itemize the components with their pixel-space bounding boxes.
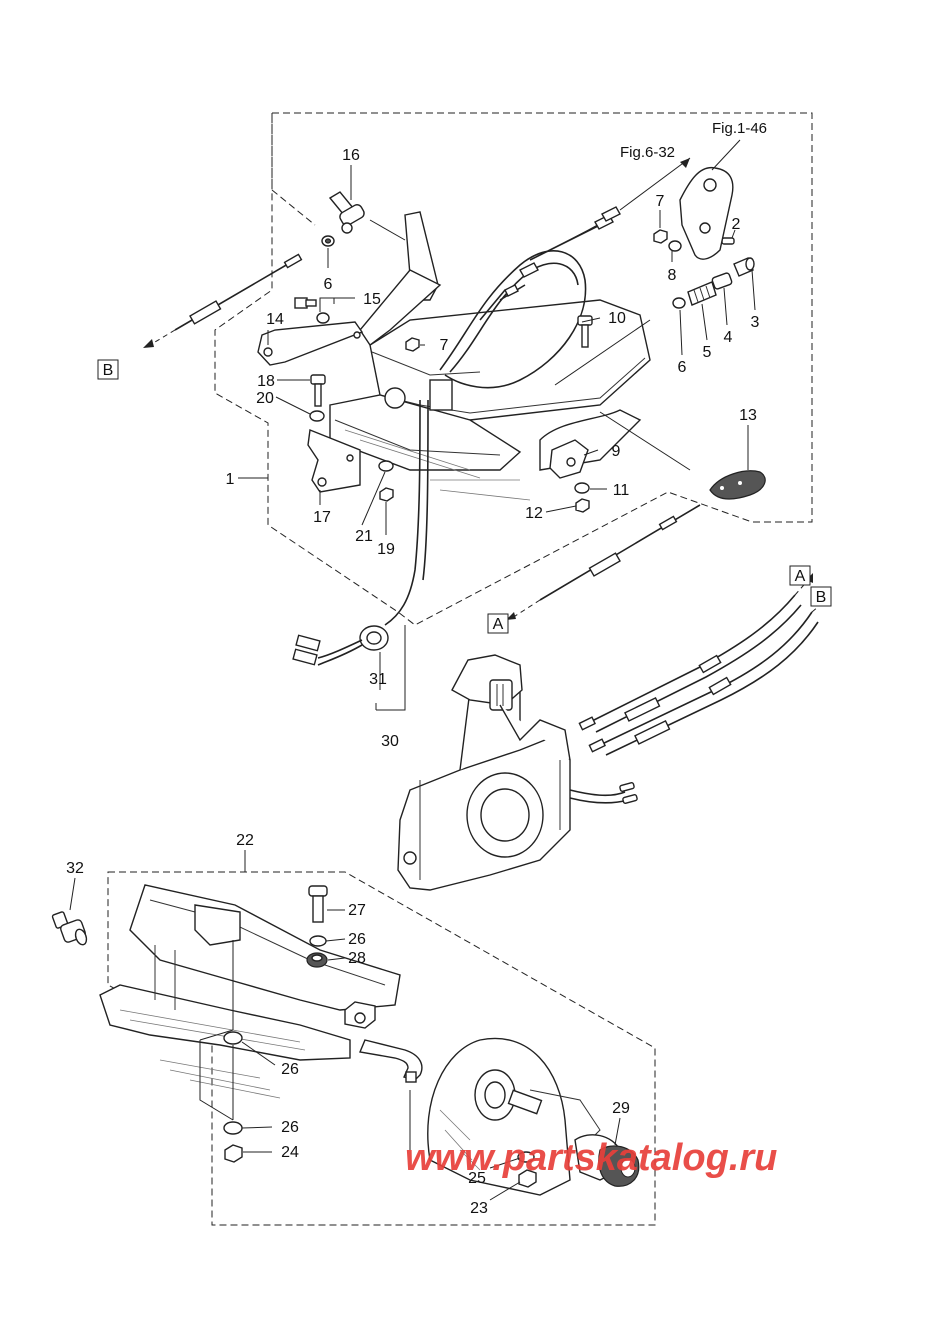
callout-labels: 1 2 3 4 5 6 6 7 7 8 9 10 11 12 13 14 15 … (66, 147, 759, 1217)
callout-3[interactable]: 3 (751, 314, 760, 331)
washer-part-8 (668, 240, 682, 252)
nut-part-23 (518, 1169, 537, 1188)
callout-6-right[interactable]: 6 (678, 359, 687, 376)
lower-bracket-assembly (99, 884, 401, 1099)
callout-16[interactable]: 16 (342, 147, 360, 164)
collar-part-3 (733, 257, 755, 277)
callout-8[interactable]: 8 (668, 267, 677, 284)
connector-label: B (816, 589, 827, 606)
shift-cable-B (143, 253, 303, 348)
pin-part-2 (721, 237, 735, 245)
callout-27[interactable]: 27 (348, 902, 366, 919)
connector-box-A-left: A (487, 613, 509, 634)
washer-part-26-upper (309, 935, 327, 947)
callout-26-lower[interactable]: 26 (281, 1119, 299, 1136)
elbow-tube (359, 1039, 423, 1083)
callout-4[interactable]: 4 (724, 329, 733, 346)
remote-control-box (397, 654, 638, 891)
bolt-part-27 (308, 885, 328, 923)
callout-7-center[interactable]: 7 (440, 337, 449, 354)
remote-cables (578, 573, 827, 756)
nut-part-19 (379, 487, 394, 502)
cable-joint-part-16 (328, 191, 365, 234)
figure-ref-fig-6-32[interactable]: Fig.6-32 (620, 144, 675, 161)
washer-part-26-lower (223, 1121, 243, 1135)
bolt-part-10 (577, 315, 593, 348)
callout-18[interactable]: 18 (257, 373, 275, 390)
callout-9[interactable]: 9 (612, 443, 621, 460)
spring-part-5 (687, 281, 717, 306)
callout-10[interactable]: 10 (608, 310, 626, 327)
collar-part-28 (306, 952, 328, 968)
bolt-part-18 (310, 374, 326, 407)
connector-box-B-top: B (810, 586, 832, 607)
callout-2[interactable]: 2 (732, 216, 741, 233)
callout-20[interactable]: 20 (256, 390, 274, 407)
bolt-part-15 (294, 297, 330, 324)
nut-part-7-center (405, 337, 420, 352)
callout-13[interactable]: 13 (739, 407, 757, 424)
washer-part-21 (378, 460, 394, 472)
upper-group-boundary (214, 112, 813, 626)
washer-part-20 (309, 410, 325, 422)
washer-part-25 (517, 1151, 535, 1163)
callout-21[interactable]: 21 (355, 528, 373, 545)
plate-fig-1-46 (679, 166, 734, 260)
callout-19[interactable]: 19 (377, 541, 395, 558)
callout-7-right[interactable]: 7 (656, 193, 665, 210)
callout-29[interactable]: 29 (612, 1100, 630, 1117)
washer-part-26-middle (223, 1031, 243, 1045)
connector-label: A (795, 568, 806, 585)
callout-31[interactable]: 31 (369, 671, 387, 688)
callout-28[interactable]: 28 (348, 950, 366, 967)
throttle-cable-A (506, 504, 701, 620)
nut-part-24 (224, 1144, 243, 1163)
figure-ref-fig-1-46[interactable]: Fig.1-46 (712, 120, 767, 137)
callout-11[interactable]: 11 (613, 482, 630, 499)
washer-part-11 (574, 482, 590, 494)
washer-part-6-right (672, 297, 686, 309)
fitting-part-32 (51, 911, 88, 946)
connector-label: B (103, 362, 114, 379)
tiller-arm (359, 211, 442, 347)
callout-22[interactable]: 22 (236, 832, 254, 849)
bracket-part-9 (549, 439, 589, 479)
bracket-part-14 (257, 321, 364, 366)
callout-15[interactable]: 15 (363, 291, 381, 308)
wiring-harness (384, 206, 621, 626)
nut-part-7-right (653, 229, 668, 244)
watermark: www.partskatalog.ru (405, 1137, 777, 1179)
grommet-part-31 (292, 625, 389, 666)
callout-26-middle[interactable]: 26 (281, 1061, 299, 1078)
callout-25[interactable]: 25 (468, 1170, 486, 1187)
callout-14[interactable]: 14 (266, 311, 284, 328)
bracket-part-17 (307, 429, 361, 493)
leader-lines (69, 139, 756, 1201)
nut-part-12 (575, 498, 590, 513)
callout-17[interactable]: 17 (313, 509, 331, 526)
callout-12[interactable]: 12 (525, 505, 543, 522)
callout-1[interactable]: 1 (226, 471, 235, 488)
callout-26-upper[interactable]: 26 (348, 931, 366, 948)
spacer-part-4 (711, 272, 733, 290)
callout-23[interactable]: 23 (470, 1200, 488, 1217)
connector-box-A-top: A (789, 565, 811, 586)
callout-6-left[interactable]: 6 (324, 276, 333, 293)
callout-24[interactable]: 24 (281, 1144, 299, 1161)
callout-32[interactable]: 32 (66, 860, 84, 877)
harness-clamp (429, 379, 453, 411)
knob-part-29 (598, 1145, 640, 1187)
connector-box-B-left: B (97, 359, 119, 380)
grommet-part-13 (709, 470, 766, 500)
callout-30[interactable]: 30 (381, 733, 399, 750)
callout-5[interactable]: 5 (703, 344, 712, 361)
connector-label: A (493, 616, 504, 633)
